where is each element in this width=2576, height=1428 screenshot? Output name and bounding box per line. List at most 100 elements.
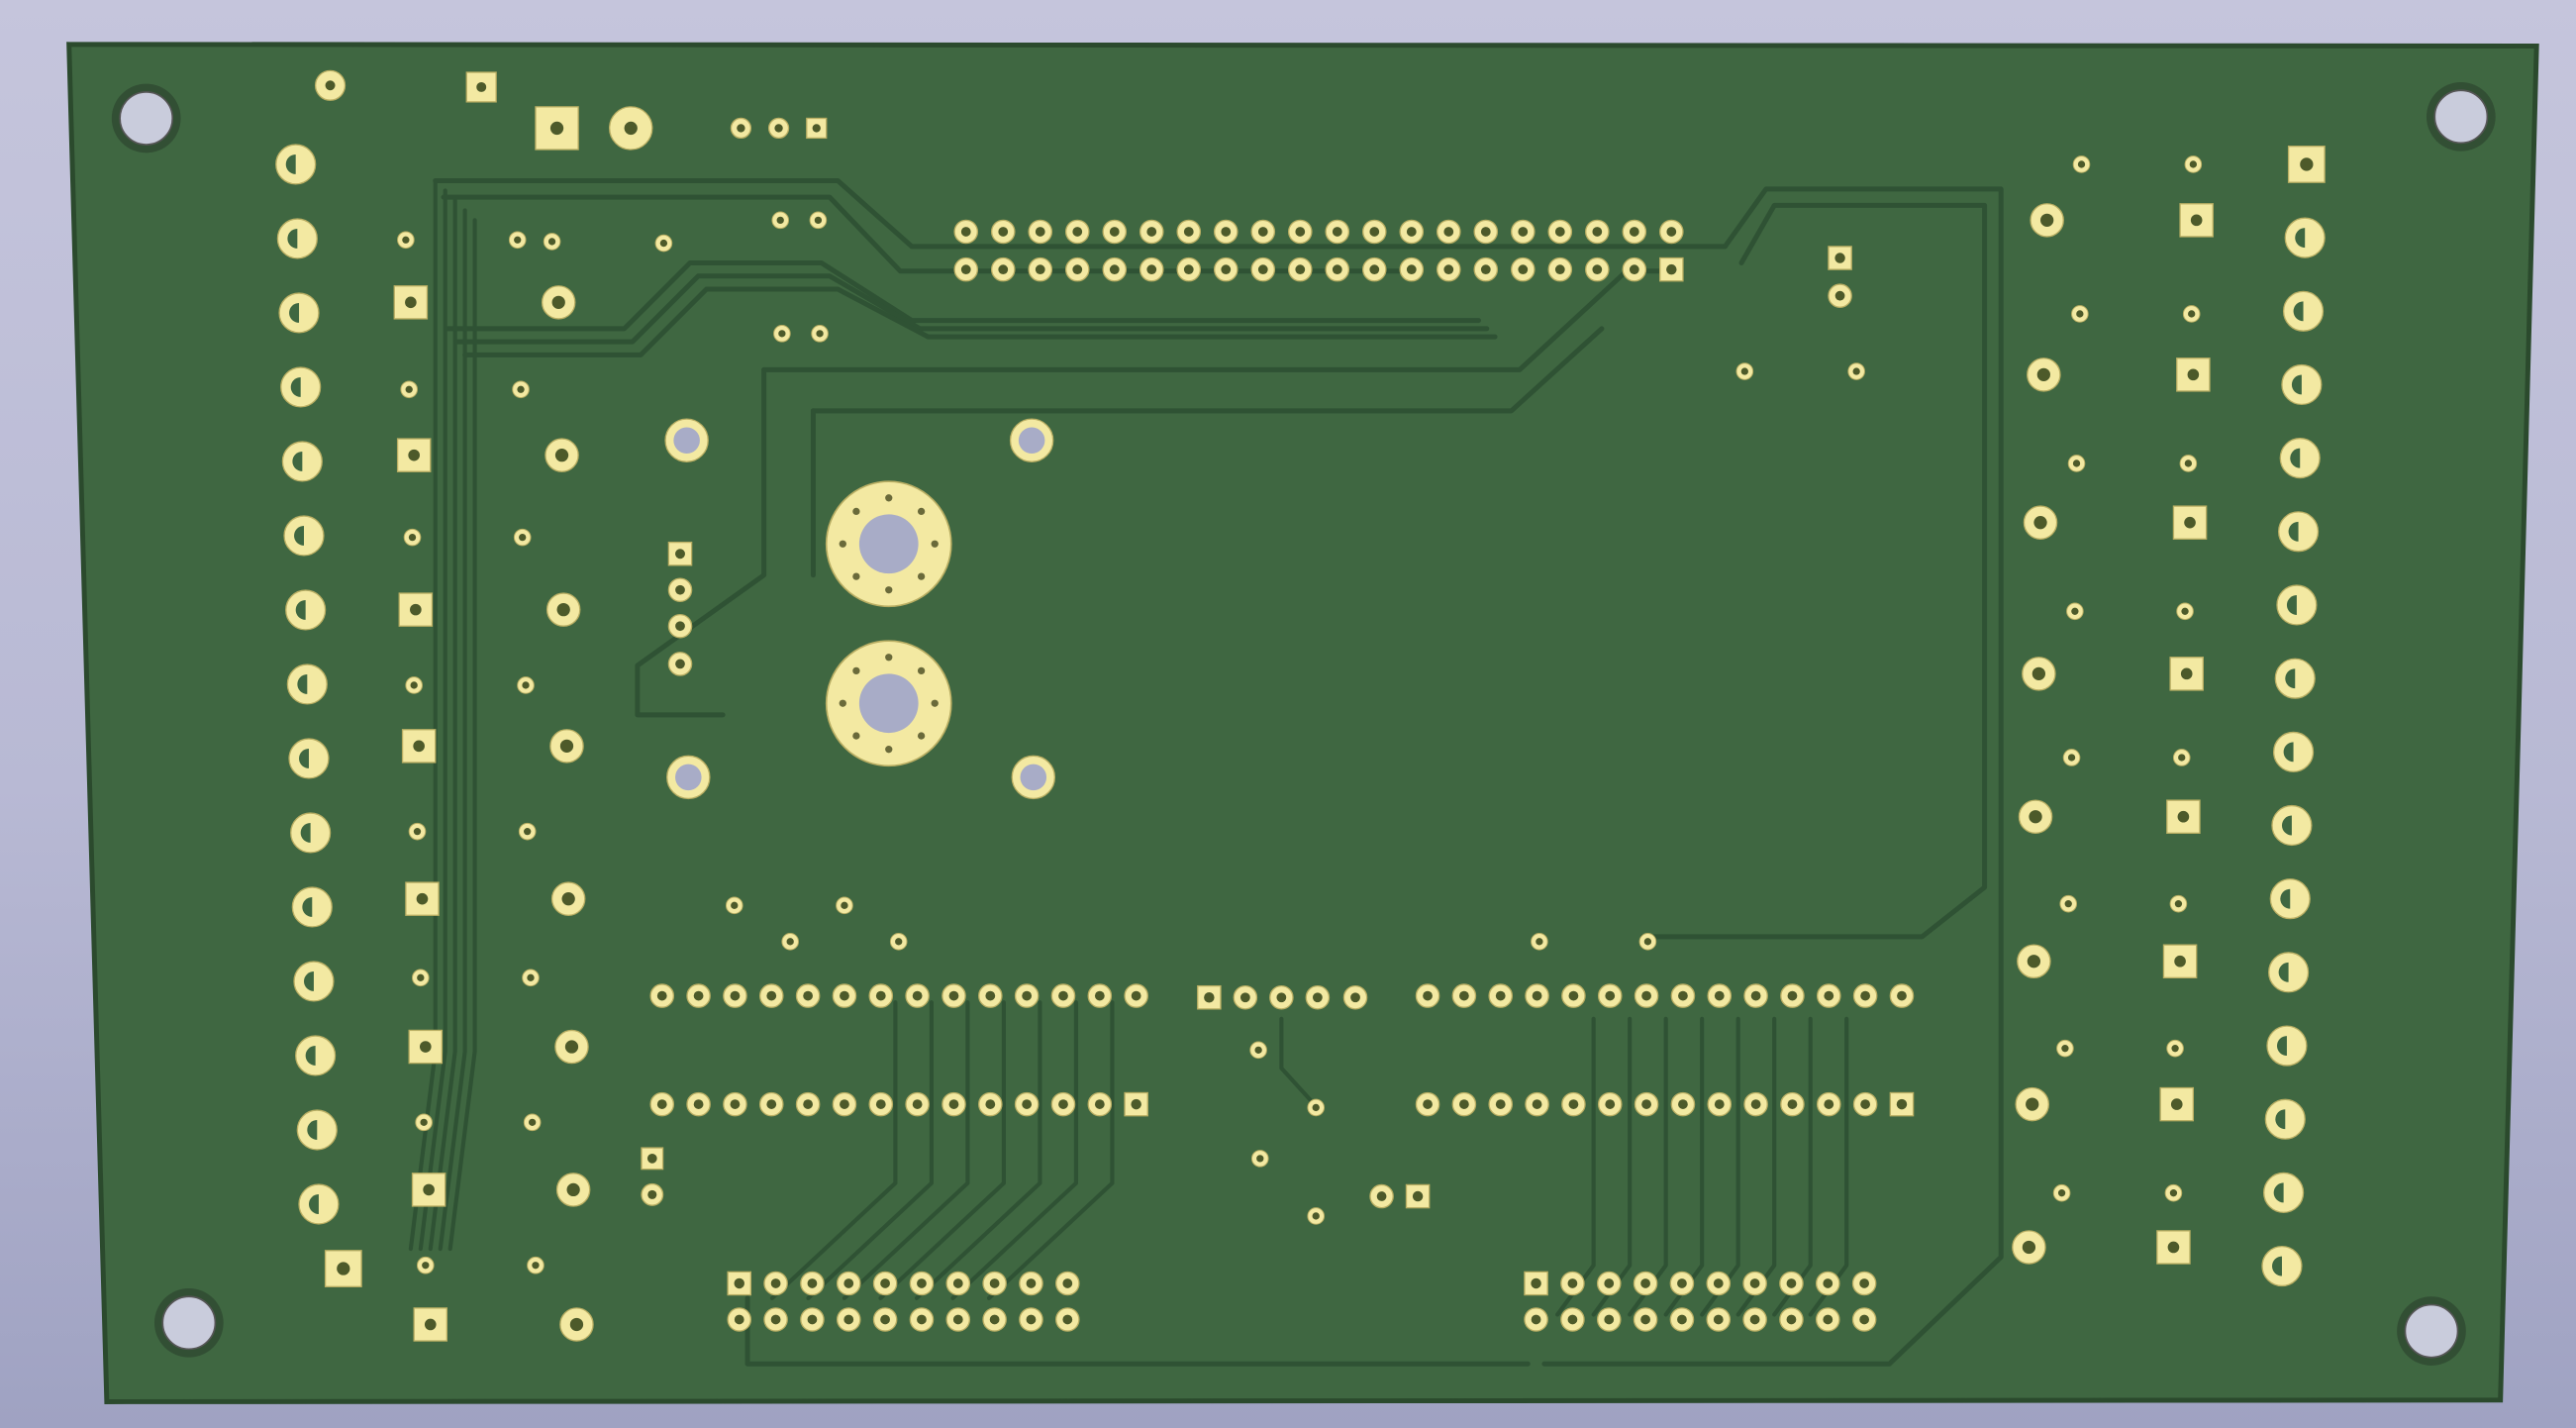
round-pad-icon bbox=[758, 983, 784, 1008]
round-pad-icon bbox=[2282, 290, 2325, 332]
round-pad-icon bbox=[1851, 1307, 1877, 1332]
square-pad-icon bbox=[408, 1029, 444, 1065]
round-pad-icon bbox=[2277, 511, 2320, 553]
via-icon bbox=[2184, 155, 2203, 173]
round-pad-icon bbox=[293, 961, 335, 1002]
via-icon bbox=[836, 896, 853, 915]
square-pad-icon bbox=[1124, 1091, 1148, 1117]
round-pad-icon bbox=[1176, 219, 1202, 245]
round-pad-icon bbox=[1014, 983, 1040, 1008]
round-pad-icon bbox=[1633, 1271, 1658, 1296]
square-pad-icon bbox=[2169, 657, 2204, 691]
round-pad-icon bbox=[1213, 219, 1238, 245]
round-pad-icon bbox=[2274, 658, 2316, 699]
round-pad-icon bbox=[1028, 219, 1053, 245]
via-icon bbox=[513, 528, 532, 547]
round-pad-icon bbox=[868, 983, 894, 1008]
round-pad-icon bbox=[800, 1271, 825, 1296]
square-pad-icon bbox=[413, 1307, 448, 1342]
round-pad-icon bbox=[1415, 1091, 1440, 1117]
round-pad-icon bbox=[1560, 1271, 1585, 1296]
round-pad-icon bbox=[1019, 1307, 1043, 1332]
round-pad-icon bbox=[2268, 952, 2310, 993]
round-pad-icon bbox=[295, 1035, 337, 1076]
round-pad-icon bbox=[982, 1271, 1007, 1296]
mounting-hole-icon bbox=[111, 83, 181, 153]
round-pad-icon bbox=[1596, 1271, 1622, 1296]
via-icon bbox=[1735, 362, 1754, 380]
round-pad-icon bbox=[1451, 1091, 1477, 1117]
pads-layer bbox=[275, 69, 2326, 1342]
square-pad-icon bbox=[1659, 256, 1684, 282]
round-pad-icon bbox=[1473, 219, 1499, 245]
via-icon bbox=[773, 325, 791, 343]
round-pad-icon bbox=[1437, 219, 1461, 245]
round-pad-icon bbox=[686, 983, 711, 1008]
round-pad-icon bbox=[868, 1091, 894, 1117]
via-icon bbox=[2059, 894, 2078, 913]
via-icon bbox=[2179, 455, 2198, 472]
trace bbox=[447, 218, 477, 1252]
round-pad-icon bbox=[1633, 1307, 1658, 1332]
round-pad-icon bbox=[2030, 203, 2064, 238]
round-pad-icon bbox=[941, 983, 966, 1008]
trace bbox=[1772, 1016, 1813, 1317]
copper-traces bbox=[408, 178, 2004, 1367]
via-icon bbox=[508, 231, 527, 250]
round-pad-icon bbox=[281, 441, 323, 482]
square-pad-icon bbox=[2162, 944, 2198, 978]
via-icon bbox=[405, 676, 423, 694]
round-pad-icon bbox=[1325, 219, 1350, 245]
via-icon bbox=[1531, 933, 1548, 951]
round-pad-icon bbox=[763, 1307, 788, 1332]
round-pad-icon bbox=[767, 117, 790, 140]
trace bbox=[878, 1000, 1006, 1300]
via-icon bbox=[400, 380, 418, 399]
round-pad-icon bbox=[945, 1307, 971, 1332]
round-pad-icon bbox=[1780, 1091, 1805, 1117]
round-pad-icon bbox=[763, 1271, 788, 1296]
mounting-hole-icon bbox=[825, 640, 952, 767]
round-pad-icon bbox=[1779, 1307, 1804, 1332]
round-pad-icon bbox=[978, 983, 1003, 1008]
trace bbox=[1279, 1016, 1317, 1107]
round-pad-icon bbox=[730, 117, 752, 140]
round-pad-icon bbox=[1816, 1271, 1840, 1296]
via-icon bbox=[2182, 305, 2201, 323]
trace bbox=[806, 1000, 934, 1300]
round-pad-icon bbox=[1561, 983, 1586, 1008]
mounting-hole-icon bbox=[2426, 81, 2496, 152]
round-pad-icon bbox=[978, 1091, 1003, 1117]
round-pad-icon bbox=[1064, 256, 1090, 282]
via-icon bbox=[543, 233, 561, 251]
round-pad-icon bbox=[276, 218, 318, 259]
round-pad-icon bbox=[2264, 1098, 2306, 1140]
round-pad-icon bbox=[1362, 219, 1387, 245]
via-icon bbox=[517, 676, 535, 694]
round-pad-icon bbox=[953, 219, 979, 245]
round-pad-icon bbox=[1050, 1091, 1076, 1117]
round-pad-icon bbox=[541, 285, 576, 320]
trace bbox=[444, 260, 1481, 332]
round-pad-icon bbox=[1707, 983, 1733, 1008]
via-icon bbox=[523, 1113, 542, 1132]
round-pad-icon bbox=[1139, 256, 1164, 282]
round-pad-icon bbox=[909, 1271, 935, 1296]
via-icon bbox=[2071, 305, 2089, 323]
round-pad-icon bbox=[1707, 1091, 1733, 1117]
round-pad-icon bbox=[280, 366, 322, 408]
trace bbox=[986, 1000, 1115, 1300]
square-pad-icon bbox=[806, 117, 828, 140]
via-icon bbox=[2056, 1039, 2074, 1058]
round-pad-icon bbox=[664, 418, 709, 462]
trace bbox=[1639, 202, 1988, 940]
round-pad-icon bbox=[1124, 983, 1148, 1008]
round-pad-icon bbox=[1250, 256, 1276, 282]
trace bbox=[1663, 1016, 1705, 1317]
mounting-hole-icon bbox=[2397, 1296, 2466, 1366]
via-icon bbox=[2164, 1183, 2183, 1202]
round-pad-icon bbox=[1585, 219, 1610, 245]
round-pad-icon bbox=[1269, 984, 1294, 1010]
